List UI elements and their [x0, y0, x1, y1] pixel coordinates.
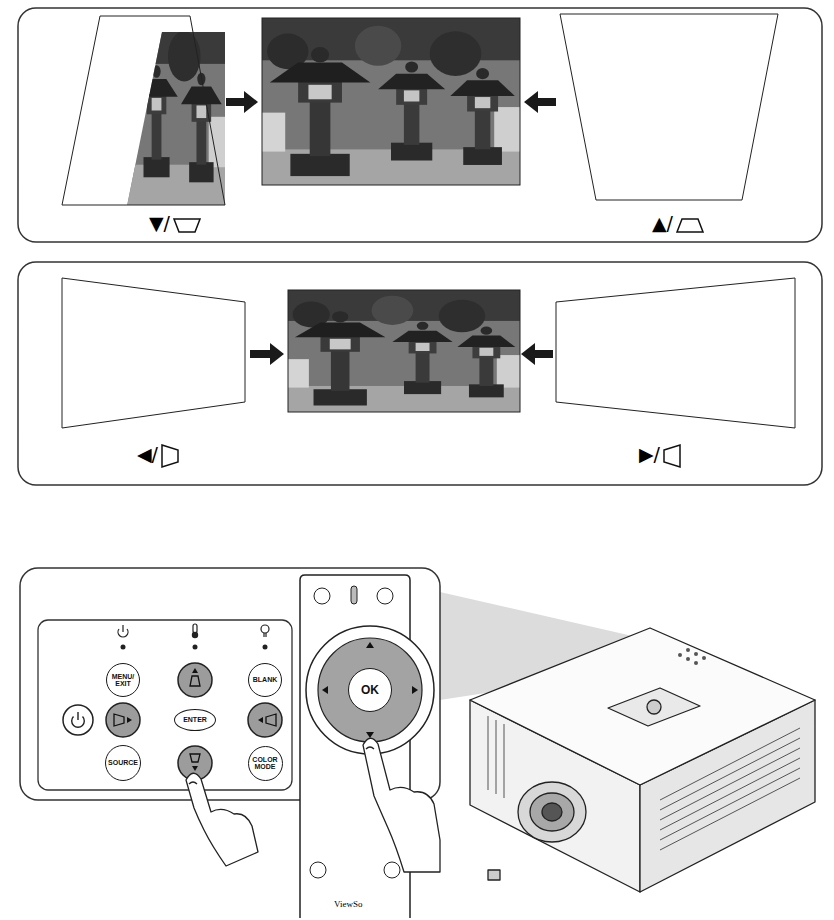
- brand-name: ViewSo: [334, 899, 362, 909]
- block-arrow: [521, 343, 553, 365]
- color-mode-button: COLOR MODE: [248, 746, 283, 781]
- blank-button: BLANK: [248, 663, 282, 697]
- corrected-photo: [288, 290, 520, 412]
- button-label: COLOR MODE: [252, 756, 277, 771]
- keystone-photo: [556, 278, 795, 428]
- pointing-hand: [186, 738, 440, 872]
- keystone-photo: [560, 14, 778, 200]
- block-arrow: [524, 91, 556, 113]
- button-label: SOURCE: [108, 759, 138, 766]
- button-label: ENTER: [183, 716, 207, 723]
- keystone-icon: [162, 445, 178, 467]
- panel-frame: [18, 262, 822, 485]
- keystone-key: ▼/: [149, 212, 170, 234]
- keystone-photo: [62, 278, 245, 428]
- menu-button: MENU/ EXIT: [106, 663, 140, 697]
- keystone-key: ▶/: [639, 443, 660, 465]
- block-arrow: [250, 343, 284, 365]
- corrected-photo: [262, 18, 520, 185]
- keystone-icon: [174, 219, 200, 232]
- keystone-key: ◀/: [137, 443, 158, 465]
- enter-button: ENTER: [174, 709, 216, 731]
- ok-button: OK: [348, 668, 392, 712]
- button-label: MENU/ EXIT: [112, 673, 135, 688]
- button-label: OK: [361, 684, 379, 697]
- keypad: [38, 620, 292, 790]
- block-arrow: [226, 91, 258, 113]
- keystone-icon: [677, 219, 703, 232]
- keystone-key: ▲/: [652, 212, 673, 234]
- button-label: BLANK: [253, 676, 278, 683]
- panel-frame: [18, 8, 822, 242]
- projector: [470, 628, 815, 892]
- keystone-icon: [664, 445, 680, 467]
- source-button: SOURCE: [105, 745, 141, 781]
- keystone-photo: [62, 16, 225, 205]
